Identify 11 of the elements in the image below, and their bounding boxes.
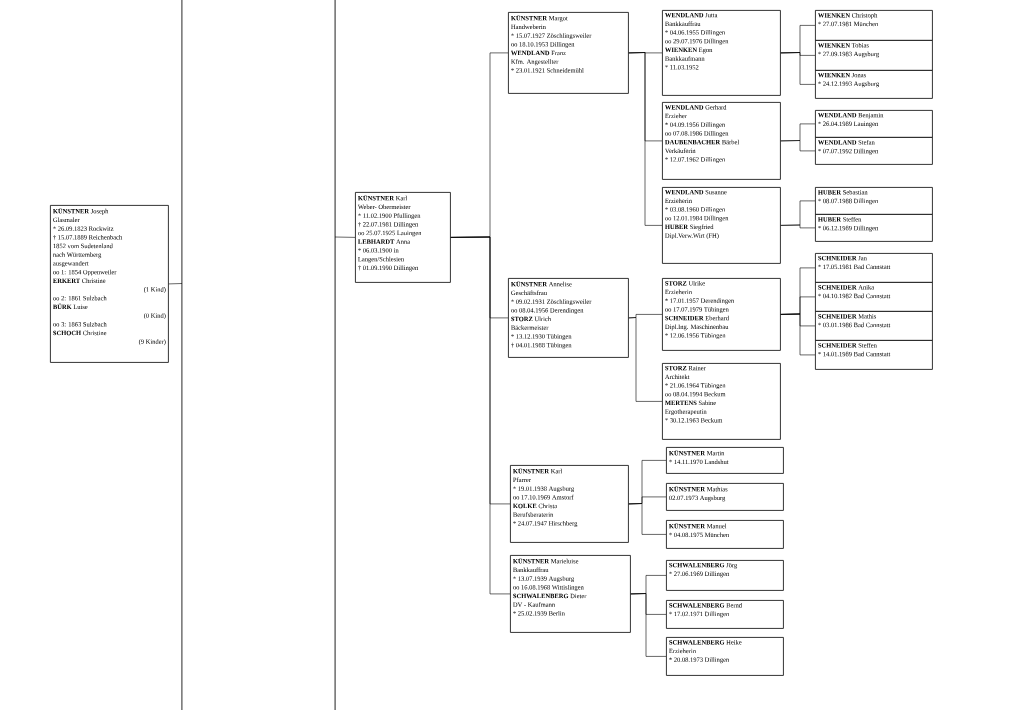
connector-line (780, 52, 816, 85)
connector-line (780, 224, 816, 229)
connector-line (780, 140, 816, 152)
connector-line (628, 503, 667, 535)
connector-line (628, 317, 663, 402)
connector-line (628, 52, 663, 226)
connector-line (630, 593, 667, 657)
connector-line (168, 283, 183, 285)
connector-line (450, 236, 511, 595)
connector-line (334, 236, 356, 238)
connector-line (780, 313, 816, 356)
